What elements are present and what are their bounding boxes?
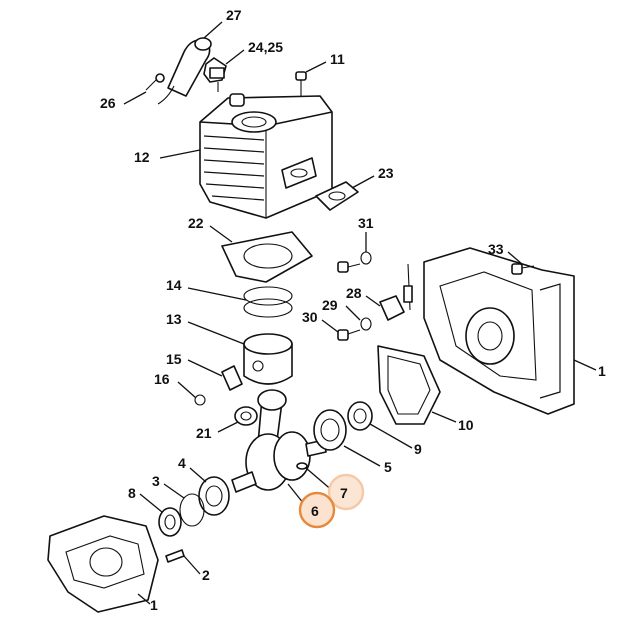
callout-24-25[interactable]: 24,25 (248, 39, 283, 55)
dowel-pin (165, 549, 185, 563)
callout-27[interactable]: 27 (226, 7, 242, 23)
callout-1-crankcase-right[interactable]: 1 (598, 363, 606, 379)
callout-16[interactable]: 16 (154, 371, 170, 387)
callout-labels: 27 24,25 11 26 12 23 22 31 33 14 28 29 1… (100, 7, 606, 613)
screw-11 (295, 71, 307, 96)
callout-29[interactable]: 29 (322, 297, 338, 313)
key-part (296, 462, 308, 470)
screw-30 (337, 317, 372, 341)
piston (243, 333, 293, 385)
callout-23[interactable]: 23 (378, 165, 394, 181)
callout-26[interactable]: 26 (100, 95, 116, 111)
callout-5[interactable]: 5 (384, 459, 392, 475)
callout-1-crankcase-left[interactable]: 1 (150, 597, 158, 613)
leader-lines (123, 21, 597, 605)
callout-30[interactable]: 30 (302, 309, 318, 325)
screw-31 (337, 251, 372, 273)
spark-plug (203, 57, 227, 92)
circlip-3 (179, 493, 205, 527)
callout-15[interactable]: 15 (166, 351, 182, 367)
crankcase-right (423, 247, 575, 415)
screw-33 (511, 263, 535, 275)
clip-part (145, 73, 165, 91)
crankshaft (231, 389, 327, 493)
gasket-23 (315, 181, 359, 211)
crankcase-left (47, 515, 159, 613)
callout-12[interactable]: 12 (134, 149, 150, 165)
callout-14[interactable]: 14 (166, 277, 182, 293)
circlip (194, 394, 206, 406)
cylinder (199, 93, 333, 219)
callout-10[interactable]: 10 (458, 417, 474, 433)
needle-cage (234, 406, 258, 426)
callout-4[interactable]: 4 (178, 455, 186, 471)
bearing-5 (313, 409, 347, 451)
callout-6-highlight[interactable] (298, 491, 336, 529)
callout-13[interactable]: 13 (166, 311, 182, 327)
callout-9[interactable]: 9 (414, 441, 422, 457)
piston-rings (243, 286, 293, 318)
gasket-10 (377, 345, 441, 425)
callout-3[interactable]: 3 (152, 473, 160, 489)
callout-8[interactable]: 8 (128, 485, 136, 501)
callout-21[interactable]: 21 (196, 425, 212, 441)
piston-pin (221, 365, 243, 391)
callout-2[interactable]: 2 (202, 567, 210, 583)
callout-7[interactable]: 7 (340, 485, 348, 501)
callout-11[interactable]: 11 (330, 51, 345, 67)
callout-6[interactable]: 6 (311, 503, 319, 519)
seal-8 (158, 507, 182, 537)
bearing-4 (198, 476, 230, 516)
gasket-22 (221, 231, 313, 283)
seal-9 (347, 401, 373, 431)
callout-31[interactable]: 31 (358, 215, 374, 231)
callout-33[interactable]: 33 (488, 241, 504, 257)
callout-7-highlight[interactable] (327, 473, 365, 511)
callout-28[interactable]: 28 (346, 285, 362, 301)
callout-22[interactable]: 22 (188, 215, 204, 231)
terminal-28 (379, 263, 413, 321)
spark-plug-boot (157, 37, 212, 105)
